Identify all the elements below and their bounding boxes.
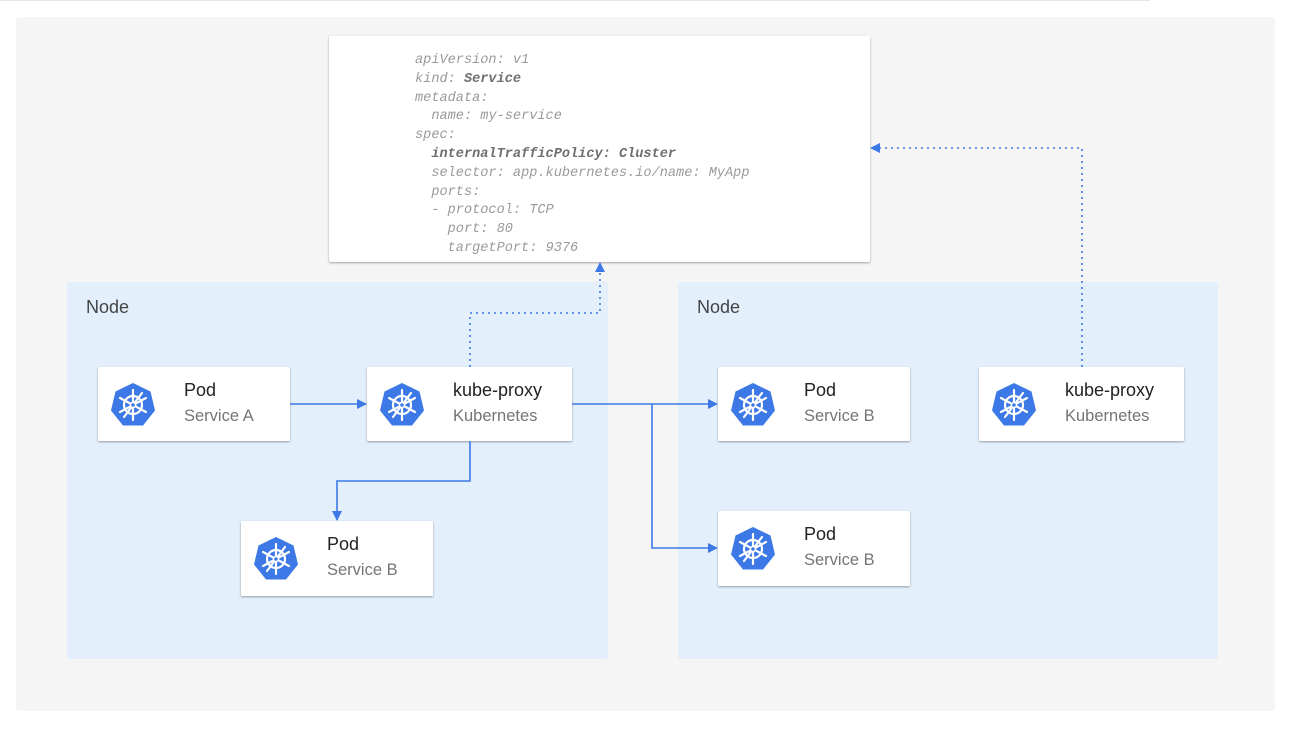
yaml-key: spec: <box>415 128 456 144</box>
yaml-key: port: <box>447 222 489 238</box>
node-label: Node <box>86 297 130 317</box>
yaml-key: ports: <box>431 184 481 200</box>
yaml-line: port: 80 <box>415 222 513 237</box>
yaml-value: Cluster <box>610 146 677 162</box>
card-subtitle: Service B <box>804 407 875 425</box>
yaml-value: Service <box>455 71 522 87</box>
yaml-key: internalTrafficPolicy: <box>431 146 611 162</box>
kube-proxy-left-card[interactable]: kube-proxy Kubernetes <box>367 367 572 441</box>
yaml-line: metadata: <box>415 91 488 106</box>
service-yaml-card: apiVersion: v1 kind: Service metadata: n… <box>329 36 870 262</box>
card-title: kube-proxy <box>453 380 543 400</box>
node-right: Node <box>678 282 1218 659</box>
yaml-line: internalTrafficPolicy: Cluster <box>415 147 676 162</box>
yaml-key: apiVersion: <box>415 53 505 68</box>
card-subtitle: Service A <box>184 407 254 425</box>
yaml-line: spec: <box>415 128 456 143</box>
yaml-key: selector: <box>431 165 505 181</box>
top-divider <box>0 0 1150 1</box>
node-label: Node <box>697 297 741 317</box>
yaml-value: app.kubernetes.io/name: MyApp <box>504 165 750 181</box>
arrow-kubeproxy-to-remote-podb-bottom <box>651 404 718 553</box>
yaml-key: targetPort: <box>447 240 538 256</box>
card-subtitle: Kubernetes <box>453 407 538 425</box>
card-title: Pod <box>327 534 360 554</box>
card-subtitle: Service B <box>327 561 398 579</box>
yaml-key: kind: <box>415 71 456 87</box>
yaml-line: selector: app.kubernetes.io/name: MyApp <box>415 166 749 181</box>
yaml-line: kind: Service <box>415 72 521 87</box>
yaml-value: v1 <box>504 53 530 68</box>
card-title: Pod <box>184 380 217 400</box>
yaml-value: 80 <box>488 222 513 238</box>
card-title: Pod <box>804 524 837 544</box>
yaml-key: metadata: <box>415 90 489 106</box>
card-title: kube-proxy <box>1065 380 1155 400</box>
dotted-kubeproxy-left-to-service <box>469 262 605 367</box>
pod-service-b-left-card[interactable]: Pod Service B <box>241 521 433 596</box>
pod-service-b-right-top-card[interactable]: Pod Service B <box>718 367 910 441</box>
pod-service-b-right-bottom-card[interactable]: Pod Service B <box>718 511 910 586</box>
yaml-value: my-service <box>472 109 562 125</box>
kube-proxy-right-card[interactable]: kube-proxy Kubernetes <box>979 367 1184 441</box>
pod-service-a-card[interactable]: Pod Service A <box>98 367 290 441</box>
card-subtitle: Kubernetes <box>1065 407 1150 425</box>
yaml-value: 9376 <box>537 240 579 256</box>
yaml-value: TCP <box>521 203 554 219</box>
yaml-line: - protocol: TCP <box>415 203 554 219</box>
yaml-key: - protocol: <box>431 203 522 219</box>
service-yaml-code: apiVersion: v1 kind: Service metadata: n… <box>415 52 749 259</box>
yaml-line: name: my-service <box>415 109 562 124</box>
yaml-line: ports: <box>415 185 480 200</box>
card-subtitle: Service B <box>804 551 875 569</box>
yaml-key: name: <box>431 109 473 125</box>
dotted-kubeproxy-right-to-service <box>870 143 1083 367</box>
yaml-line: targetPort: 9376 <box>415 240 579 256</box>
arrow-kubeproxy-to-local-podb <box>332 441 471 521</box>
node-left: Node <box>67 282 608 659</box>
yaml-line: apiVersion: v1 <box>415 53 529 68</box>
card-title: Pod <box>804 380 837 400</box>
